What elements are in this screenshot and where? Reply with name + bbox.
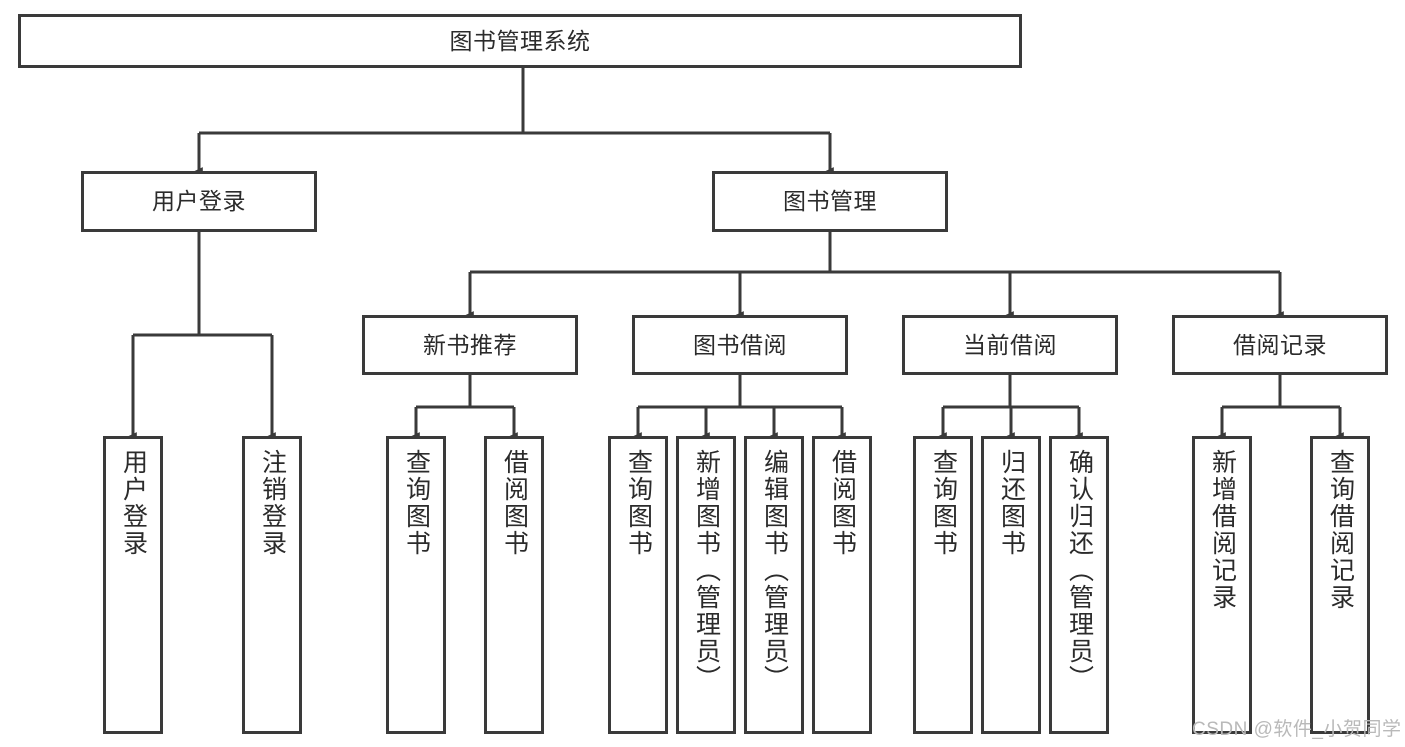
node-add-borrow-record[interactable]: 新增借阅记录: [1192, 436, 1252, 734]
node-query-book[interactable]: 查询图书: [386, 436, 446, 734]
node-label: 新增图书（管理员）: [692, 449, 721, 692]
node-label: 图书管理系统: [449, 27, 591, 54]
node-borrowing-records[interactable]: 借阅记录: [1172, 315, 1388, 375]
node-query-book-2[interactable]: 查询图书: [608, 436, 668, 734]
node-label: 确认归还（管理员）: [1065, 449, 1094, 692]
watermark-label: CSDN @软件_小贺同学: [1192, 719, 1402, 740]
node-query-book-3[interactable]: 查询图书: [913, 436, 973, 734]
node-user-login-2[interactable]: 用户登录: [103, 436, 163, 734]
node-return-book[interactable]: 归还图书: [981, 436, 1041, 734]
node-label: 用户登录: [119, 449, 148, 557]
node-label: 新增借阅记录: [1208, 449, 1237, 611]
node-confirm-return-admin[interactable]: 确认归还（管理员）: [1049, 436, 1109, 734]
node-new-book-recommendation[interactable]: 新书推荐: [362, 315, 578, 375]
node-query-borrow-record[interactable]: 查询借阅记录: [1310, 436, 1370, 734]
node-label: 用户登录: [152, 188, 246, 215]
node-label: 借阅图书: [500, 449, 529, 557]
node-book-management[interactable]: 图书管理: [712, 171, 948, 232]
node-label: 图书管理: [783, 188, 877, 215]
node-label: 借阅记录: [1233, 331, 1327, 358]
node-borrow-book-2[interactable]: 借阅图书: [812, 436, 872, 734]
node-label: 查询图书: [402, 449, 431, 557]
node-label: 编辑图书（管理员）: [760, 449, 789, 692]
node-label: 图书借阅: [693, 331, 787, 358]
node-logout[interactable]: 注销登录: [242, 436, 302, 734]
node-current-borrowing[interactable]: 当前借阅: [902, 315, 1118, 375]
node-label: 查询图书: [624, 449, 653, 557]
node-label: 查询图书: [929, 449, 958, 557]
node-book-borrowing[interactable]: 图书借阅: [632, 315, 848, 375]
node-user-login[interactable]: 用户登录: [81, 171, 317, 232]
node-library-management-system[interactable]: 图书管理系统: [18, 14, 1022, 68]
node-label: 注销登录: [258, 449, 287, 557]
node-edit-book-admin[interactable]: 编辑图书（管理员）: [744, 436, 804, 734]
node-borrow-book[interactable]: 借阅图书: [484, 436, 544, 734]
node-label: 归还图书: [997, 449, 1026, 557]
node-label: 当前借阅: [963, 331, 1057, 358]
node-label: 借阅图书: [828, 449, 857, 557]
node-label: 查询借阅记录: [1326, 449, 1355, 611]
node-label: 新书推荐: [423, 331, 517, 358]
node-add-book-admin[interactable]: 新增图书（管理员）: [676, 436, 736, 734]
